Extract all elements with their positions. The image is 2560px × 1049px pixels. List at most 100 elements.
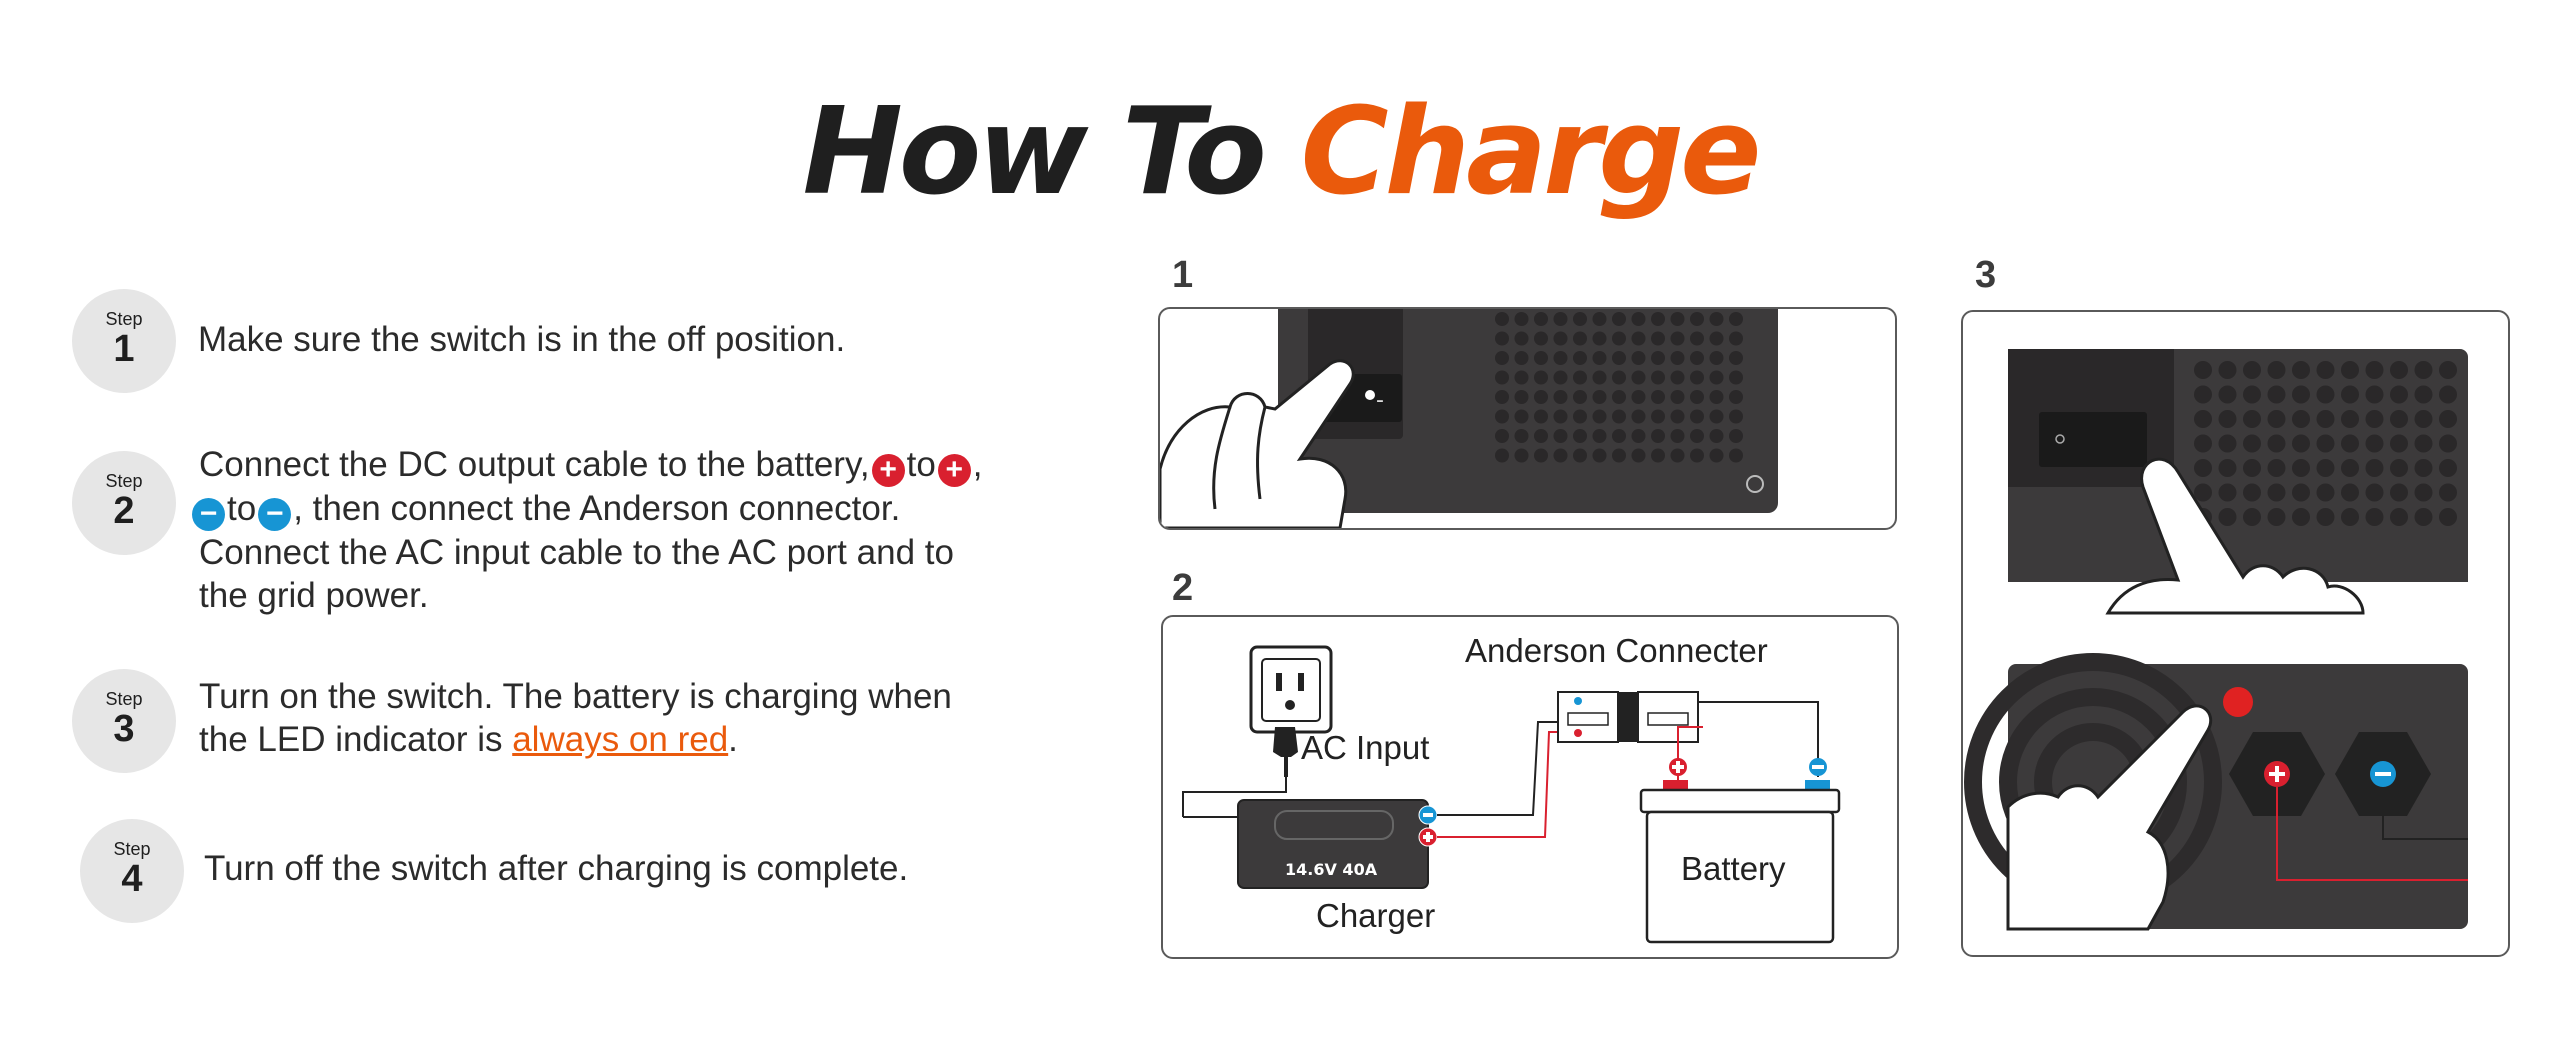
vent-hole (1495, 351, 1509, 365)
vent-hole (2439, 361, 2457, 379)
vent-hole (2218, 459, 2237, 477)
vent-hole (1690, 351, 1704, 365)
panel-1-switch-off: - (1158, 307, 1897, 530)
vent-hole (1573, 409, 1587, 424)
vent-hole (2414, 459, 2433, 477)
vent-hole (1651, 351, 1665, 365)
vent-hole (1514, 409, 1529, 424)
charger-icon: 14.6V 40A (1237, 799, 1429, 889)
vent-hole (1729, 370, 1743, 385)
vent-hole (1573, 429, 1587, 443)
vent-hole (2341, 410, 2359, 428)
step-text: Connect the DC output cable to the batte… (192, 443, 983, 617)
vent-hole (1651, 370, 1665, 385)
step-badge-label: Step (113, 839, 151, 859)
vent-hole (2439, 410, 2457, 428)
vent-hole (2341, 385, 2359, 404)
vent-hole (2194, 434, 2212, 453)
vent-hole (1592, 351, 1607, 365)
step-text-line: the LED indicator is always on red. (199, 718, 952, 761)
vent-hole (1612, 429, 1626, 443)
vent-hole (2390, 483, 2408, 502)
vent-hole (2341, 483, 2359, 502)
vent-hole (2365, 508, 2384, 526)
vent-hole (1534, 390, 1548, 404)
vent-hole (1592, 312, 1607, 326)
page-title: How To Charge (0, 78, 2560, 228)
vent-hole (1573, 370, 1587, 385)
vent-hole (2194, 385, 2212, 404)
vent-hole (1553, 351, 1568, 365)
vent-hole (1651, 448, 1665, 463)
vent-hole (1592, 331, 1607, 346)
vent-hole (1690, 390, 1704, 404)
vent-hole (1514, 429, 1529, 443)
vent-hole (1573, 312, 1587, 326)
vent-hole (2316, 459, 2335, 477)
vent-hole (2267, 434, 2286, 453)
vent-hole (2243, 410, 2261, 428)
vent-hole (2194, 361, 2212, 379)
vent-hole (1709, 448, 1724, 463)
vent-hole (1612, 370, 1626, 385)
battery-label: Battery (1681, 850, 1786, 887)
vent-hole (2414, 385, 2433, 404)
vent-hole (2365, 410, 2384, 428)
vent-hole (1553, 390, 1568, 404)
vent-hole (1514, 448, 1529, 463)
vent-hole (2414, 434, 2433, 453)
vent-hole (1573, 351, 1587, 365)
vent-hole (2267, 459, 2286, 477)
vent-hole (1670, 390, 1685, 404)
vent-hole (1651, 331, 1665, 346)
vent-hole (1651, 429, 1665, 443)
vent-hole (2316, 361, 2335, 379)
step-badge-number: 2 (113, 490, 135, 532)
positive-cable (1437, 731, 1558, 838)
vent-hole (1729, 409, 1743, 424)
vent-hole (1592, 429, 1607, 443)
vent-hole (1534, 351, 1548, 365)
vent-hole (2390, 508, 2408, 526)
vent-hole (1709, 390, 1724, 404)
vent-hole (2218, 385, 2237, 404)
vent-hole (1534, 312, 1548, 326)
vent-hole (2267, 385, 2286, 404)
vent-hole (1495, 390, 1509, 404)
vent-hole (2365, 483, 2384, 502)
vent-hole (1729, 390, 1743, 404)
vent-hole (2341, 361, 2359, 379)
vent-hole (1670, 351, 1685, 365)
negative-terminal-icon: − (258, 498, 292, 531)
vent-hole (2390, 361, 2408, 379)
vent-hole (1592, 370, 1607, 385)
vent-hole (1495, 429, 1509, 443)
step-badge-label: Step (105, 471, 143, 491)
led-indicator-icon (2223, 687, 2253, 717)
vent-hole (2365, 361, 2384, 379)
vent-hole (1553, 312, 1568, 326)
panel-3-illustration (1964, 349, 2468, 931)
vent-hole (2414, 508, 2433, 526)
vent-hole (1631, 351, 1646, 365)
vent-hole (1631, 331, 1646, 346)
vent-hole (1573, 448, 1587, 463)
negative-terminal-icon: − (192, 498, 225, 531)
vent-hole (1631, 390, 1646, 404)
switch-on-mark: - (1376, 388, 1384, 413)
highlight-always-on-red: always on red (512, 720, 729, 759)
vent-hole (2243, 459, 2261, 477)
vent-hole (1631, 370, 1646, 385)
vent-hole (1553, 331, 1568, 346)
vent-hole (2365, 385, 2384, 404)
step-badge-number: 1 (113, 328, 135, 370)
text-segment: , then connect the Anderson connector. (293, 489, 901, 528)
vent-hole (1670, 312, 1685, 326)
step-text: Make sure the switch is in the off posit… (198, 320, 846, 359)
vent-hole (2316, 508, 2335, 526)
vent-hole (2439, 508, 2457, 526)
panel-number: 3 (1975, 254, 1997, 296)
vent-hole (2218, 361, 2237, 379)
vent-hole (1631, 429, 1646, 443)
vent-hole (2243, 385, 2261, 404)
